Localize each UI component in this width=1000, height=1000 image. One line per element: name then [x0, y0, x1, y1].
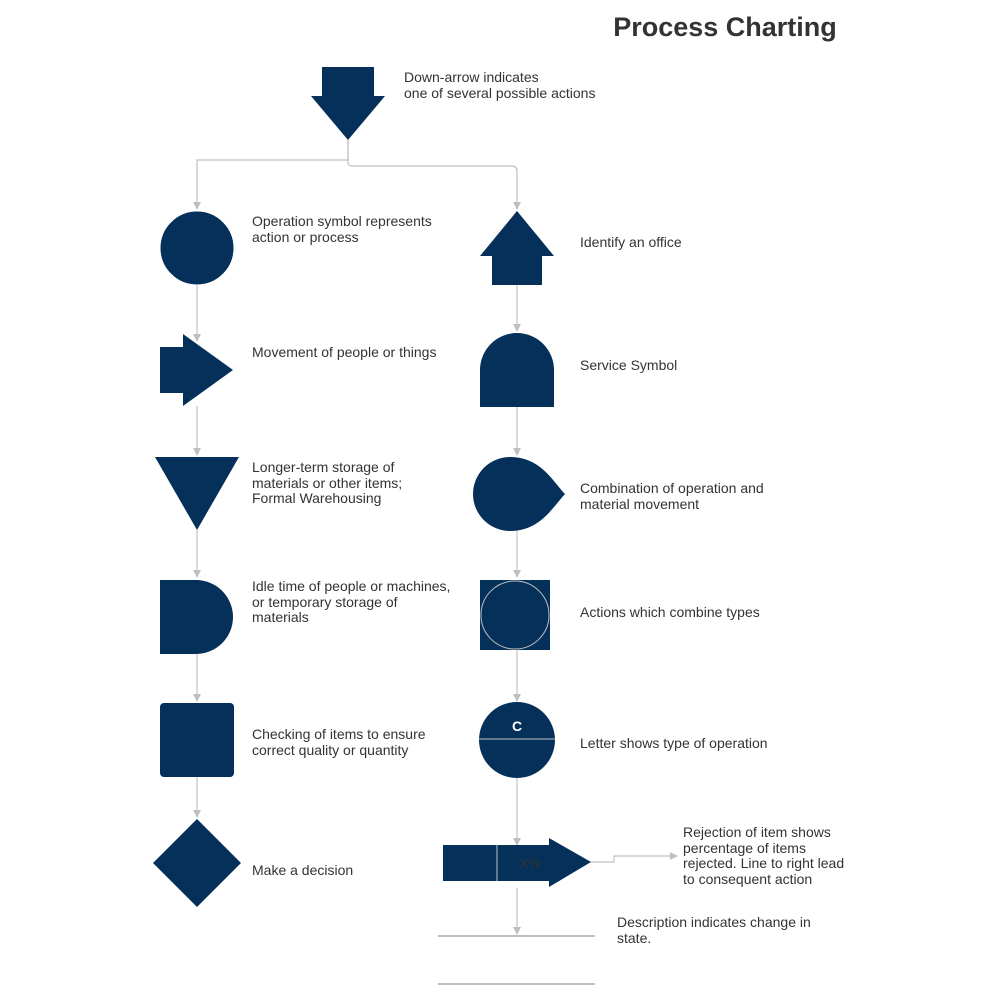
decision-label: Make a decision — [252, 862, 354, 878]
page-title: Process Charting — [613, 12, 837, 42]
connector-top-to-left — [193, 140, 349, 210]
service-label: Service Symbol — [580, 357, 678, 373]
combined-circle-symbol — [480, 580, 550, 650]
movement-arrow-symbol — [160, 334, 233, 406]
inspection-square-symbol — [160, 703, 234, 777]
operation-letter: C — [512, 718, 522, 734]
rejection-percentage: X% — [519, 855, 541, 871]
movement-label: Movement of people or things — [252, 344, 437, 360]
service-symbol — [480, 333, 554, 407]
operation-movement-symbol — [473, 457, 565, 531]
connector-top-to-right — [347, 140, 521, 210]
decision-diamond-symbol — [153, 819, 241, 907]
connector-rejection-to-action — [590, 852, 678, 863]
inspection-label: Checking of items to ensure correct qual… — [252, 726, 426, 758]
down-arrow-symbol — [311, 67, 385, 140]
delay-label: Idle time of people or machines, or temp… — [252, 578, 451, 625]
operation-movement-label: Combination of operation and material mo… — [580, 480, 764, 512]
rejection-arrow-symbol — [443, 838, 591, 887]
letter-operation-symbol — [479, 702, 555, 778]
state-change-label: Description indicates change in state. — [617, 914, 811, 946]
office-house-symbol — [480, 211, 554, 285]
letter-operation-label: Letter shows type of operation — [580, 735, 768, 751]
combined-label: Actions which combine types — [580, 604, 760, 620]
rejection-label: Rejection of item shows percentage of it… — [683, 824, 845, 887]
operation-label: Operation symbol represents action or pr… — [252, 213, 432, 245]
delay-d-symbol — [160, 580, 233, 654]
office-label: Identify an office — [580, 234, 682, 250]
storage-triangle-symbol — [155, 457, 239, 530]
down-arrow-label: Down-arrow indicates one of several poss… — [404, 69, 596, 101]
storage-label: Longer-term storage of materials or othe… — [252, 459, 403, 506]
operation-symbol — [159, 210, 235, 286]
